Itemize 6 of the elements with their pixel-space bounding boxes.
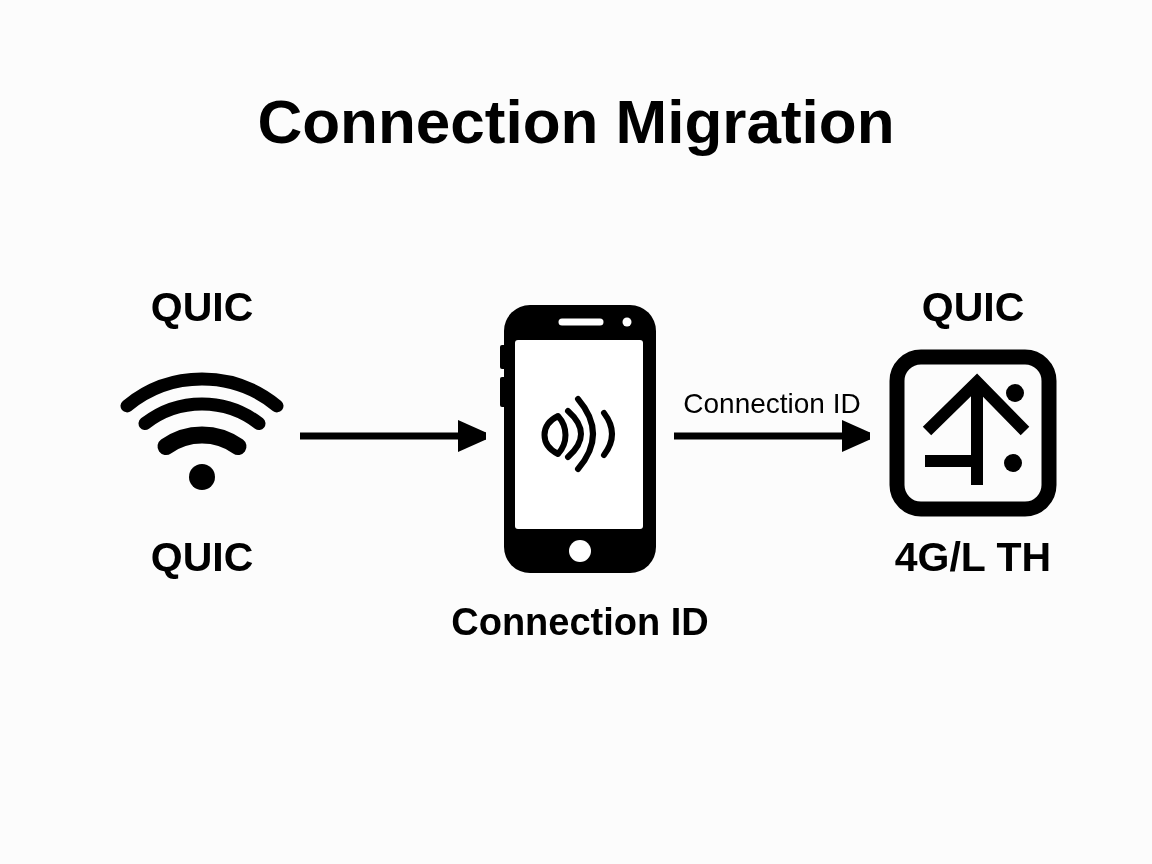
node-label: 4G/L TH bbox=[894, 535, 1052, 579]
node-label: QUIC bbox=[921, 285, 1025, 329]
node-label: QUIC bbox=[150, 535, 254, 579]
node-caption: Connection ID bbox=[451, 600, 709, 644]
diagram-title: Connection Migration bbox=[257, 86, 895, 158]
node-label: QUIC bbox=[150, 285, 254, 329]
